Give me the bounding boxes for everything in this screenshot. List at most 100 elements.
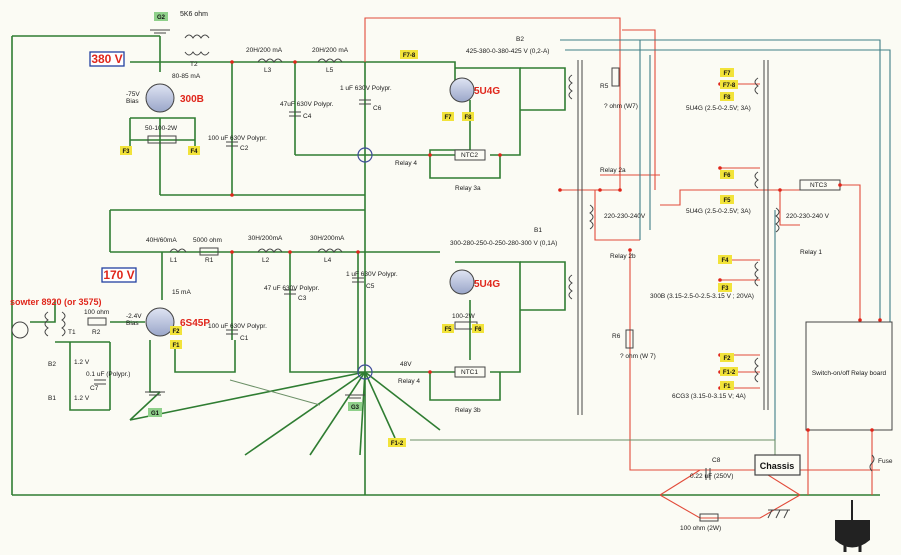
relay4-top-label: Relay 4: [395, 160, 417, 167]
voltage-380-label: 380 V: [91, 52, 122, 66]
tag-right-f6: F6: [723, 173, 731, 179]
tag-g2: G2: [157, 15, 166, 21]
c8-value: 0.22 uF (250V): [690, 473, 733, 480]
tag-f7: F7: [444, 115, 452, 121]
tube-300b-label: 300B: [180, 94, 204, 105]
b2-transformer-name: B2: [516, 36, 524, 43]
secondary-5u4g-1: 5U4G (2.5-0-2.5V; 3A): [686, 105, 751, 112]
tag-f8: F8: [464, 115, 472, 121]
relay4-bottom-label: Relay 4: [398, 378, 420, 385]
voltage-box-380: [89, 51, 125, 67]
tag-f78: F7-8: [403, 53, 416, 59]
l2-value: 30H/200mA: [248, 235, 283, 242]
b1-transformer-name: B1: [534, 227, 542, 234]
c6-value: 1 uF 630V Polypr.: [340, 85, 392, 92]
tag-right-f5: F5: [723, 198, 731, 204]
tag-g1: G1: [151, 411, 160, 417]
l2-name: L2: [262, 257, 270, 264]
t2-name: T2: [190, 61, 198, 68]
bias-word-2: Bias: [126, 320, 139, 327]
relay3b-label: Relay 3b: [455, 407, 481, 414]
bias-neg75-label: -75V: [126, 91, 140, 98]
l1-value: 40H/60mA: [146, 237, 177, 244]
b1-transformer-spec: 300-280-250-0-250-280-300 V (0,1A): [450, 240, 557, 247]
bias-word-1: Bias: [126, 98, 139, 105]
tag-right-f12: F1-2: [723, 370, 736, 376]
r5-value: ? ohm (W7): [604, 103, 638, 110]
chassis-box: [754, 454, 801, 476]
c5-value: 1 uF 630V Polypr.: [346, 271, 398, 278]
v48-label: 48V: [400, 361, 412, 368]
voltage-box-170: [101, 267, 137, 283]
component-labels: 5K6 ohm T2 20H/200 mA L3 20H/200 mA L5 4…: [48, 11, 893, 532]
tag-g3: G3: [351, 405, 360, 411]
t1-name: T1: [68, 329, 76, 336]
b2-transformer-spec: 425-380-0-380-425 V (0,2-A): [466, 48, 549, 55]
tag-f4: F4: [190, 149, 198, 155]
l3-value: 20H/200 mA: [246, 47, 283, 54]
tag-f2: F2: [172, 329, 180, 335]
r1-value: 5000 ohm: [193, 237, 222, 244]
r6-name: R6: [612, 333, 621, 340]
tag-labels: G2 G1 G3 F7-8 F7 F8 F3 F4 F5 F6 F2 F1 F1…: [120, 12, 738, 447]
tag-f3: F3: [122, 149, 130, 155]
capacitors: [94, 99, 711, 480]
c2-value: 100 uF 630V Polypr.: [208, 135, 267, 142]
c3-value: 47 uF 630V Polypr.: [264, 285, 319, 292]
l5-value: 20H/200 mA: [312, 47, 349, 54]
mains-voltage-1: 220-230-240V: [604, 213, 646, 220]
relay-board-label: Switch-on/off Relay board: [812, 370, 887, 377]
chassis-label: Chassis: [760, 461, 795, 471]
mains-voltage-2: 220-230-240 V: [786, 213, 830, 220]
l4-name: L4: [324, 257, 332, 264]
relay3a-label: Relay 3a: [455, 185, 481, 192]
r5-name: R5: [600, 83, 609, 90]
ntc3-label: NTC3: [810, 182, 827, 189]
v12a-label: 1.2 V: [74, 359, 90, 366]
r2-value: 100 ohm: [84, 309, 109, 316]
relay-board: [805, 321, 893, 431]
c7-value: 0.1 uF (Polypr.): [86, 371, 130, 378]
t2-value: 5K6 ohm: [180, 11, 208, 18]
tag-f5: F5: [444, 327, 452, 333]
secondary-300b: 300B (3.15-2.5-0-2.5-3.15 V ; 20VA): [650, 293, 754, 300]
tube-6s45p-label: 6S45P: [180, 318, 210, 329]
bias-neg24-label: -2.4V: [126, 313, 142, 320]
tag-right-f7: F7: [723, 71, 731, 77]
v12b-label: 1.2 V: [74, 395, 90, 402]
relay2a-label: Relay 2a: [600, 167, 626, 174]
ntc1-label: NTC1: [461, 369, 478, 376]
pot1-value: 50-100-2W: [145, 125, 178, 132]
c6-name: C6: [373, 105, 382, 112]
c4-value: 47uF 630V Polypr.: [280, 101, 334, 108]
ntc2-label: NTC2: [461, 152, 478, 159]
source-label: sowter 8920 (or 3575): [10, 297, 102, 307]
relay1-label: Relay 1: [800, 249, 822, 256]
r2-name: R2: [92, 329, 101, 336]
fuse-label: Fuse: [878, 458, 893, 465]
coils: [44, 34, 343, 337]
tubes: [11, 77, 475, 380]
red-wiring: [364, 17, 880, 519]
c1-name: C1: [240, 335, 249, 342]
ntc-thermistors: [454, 149, 841, 378]
ground-symbols: [145, 29, 790, 519]
c7-name: C7: [90, 385, 99, 392]
l1-name: L1: [170, 257, 178, 264]
tube-5u4g-top-label: 5U4G: [474, 86, 500, 97]
relay2b-label: Relay 2b: [610, 253, 636, 260]
b2-name: B2: [48, 361, 56, 368]
c2-name: C2: [240, 145, 249, 152]
fuse-symbol: [869, 454, 875, 472]
secondary-6cg3: 6CG3 (3.15-0-3.15 V; 4A): [672, 393, 746, 400]
tag-right-f1: F1: [723, 384, 731, 390]
l5-name: L5: [326, 67, 334, 74]
current-15-label: 15 mA: [172, 289, 191, 296]
r1-name: R1: [205, 257, 214, 264]
mains-plug: [835, 500, 870, 552]
c8-name: C8: [712, 457, 721, 464]
l3-name: L3: [264, 67, 272, 74]
c1-value: 100 uF 630V Polypr.: [208, 323, 267, 330]
